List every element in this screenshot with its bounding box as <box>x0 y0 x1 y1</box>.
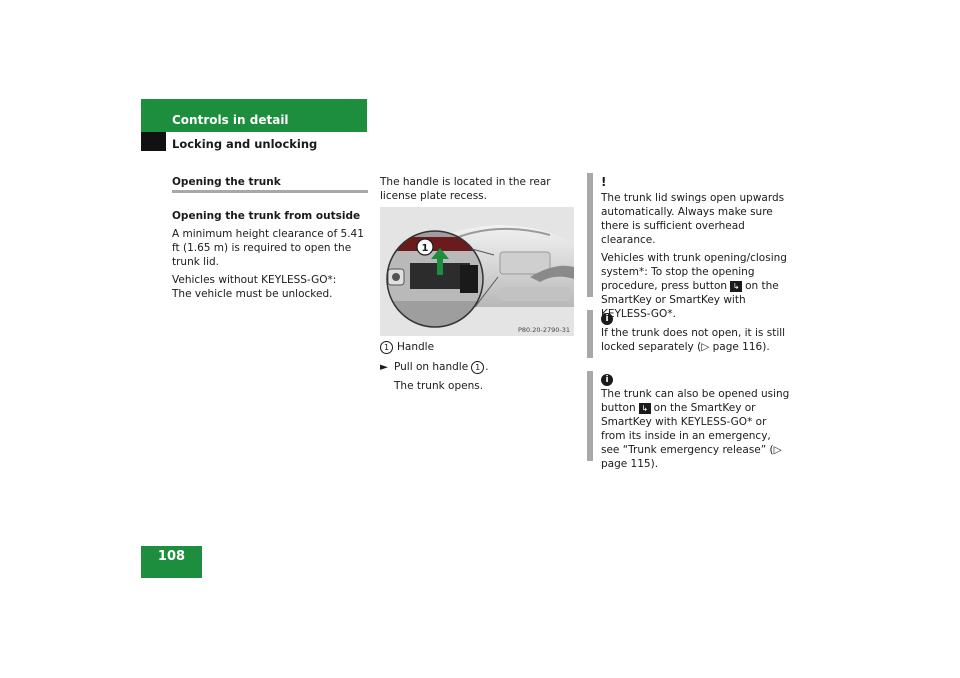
column-1: Opening the trunk Opening the trunk from… <box>172 175 368 301</box>
clearance-paragraph: A minimum height clearance of 5.41 ft (1… <box>172 228 364 268</box>
step-number-badge: 1 <box>471 360 485 374</box>
legend-number-badge: 1 <box>380 340 393 354</box>
subsection-title: Locking and unlocking <box>172 137 318 151</box>
page-number-box <box>141 546 202 578</box>
heading-opening-trunk: Opening the trunk <box>172 176 281 188</box>
step-bullet-icon: ► <box>380 361 389 373</box>
trunk-illustration: 1 P80.20-2790-31 <box>380 207 574 336</box>
warning-bar <box>587 173 593 297</box>
unlock-line: The vehicle must be unlocked. <box>172 288 333 300</box>
trunk-handle-figure: 1 P80.20-2790-31 <box>380 207 574 336</box>
figure-code: P80.20-2790-31 <box>518 326 570 334</box>
info-text-2: The trunk can also be opened using butto… <box>601 388 790 470</box>
handle-location-text: The handle is located in the rear licens… <box>380 176 551 202</box>
info-icon: i <box>601 374 613 386</box>
figure-callout: 1 <box>422 243 429 254</box>
info-icon: i <box>601 313 613 325</box>
section-title: Controls in detail <box>172 113 289 127</box>
keyless-line: Vehicles without KEYLESS-GO*: <box>172 274 337 286</box>
info-box-1: i If the trunk does not open, it is stil… <box>601 311 791 354</box>
info-bar-1 <box>587 310 593 358</box>
trunk-button-icon: ↳ <box>638 402 651 414</box>
subheading-from-outside: Opening the trunk from outside <box>172 210 361 222</box>
warning-icon: ! <box>601 175 607 189</box>
warning-box: ! The trunk lid swings open upwards auto… <box>601 175 791 321</box>
warning-text-1: The trunk lid swings open upwards automa… <box>601 192 785 246</box>
header-marker <box>141 132 166 151</box>
header-band <box>141 99 367 132</box>
info-text-1: If the trunk does not open, it is still … <box>601 327 786 353</box>
page-number: 108 <box>157 549 186 564</box>
heading-rule <box>172 190 368 193</box>
info-box-2: i The trunk can also be opened using but… <box>601 372 791 471</box>
trunk-button-icon: ↳ <box>730 280 743 292</box>
column-2: The handle is located in the rear licens… <box>380 175 575 203</box>
info-bar-2 <box>587 371 593 461</box>
legend-item: 1 Handle <box>380 340 575 354</box>
warning-text-2: Vehicles with trunk opening/closing syst… <box>601 252 787 320</box>
result-text: The trunk opens. <box>394 380 484 392</box>
legend-label: Handle <box>397 341 435 353</box>
